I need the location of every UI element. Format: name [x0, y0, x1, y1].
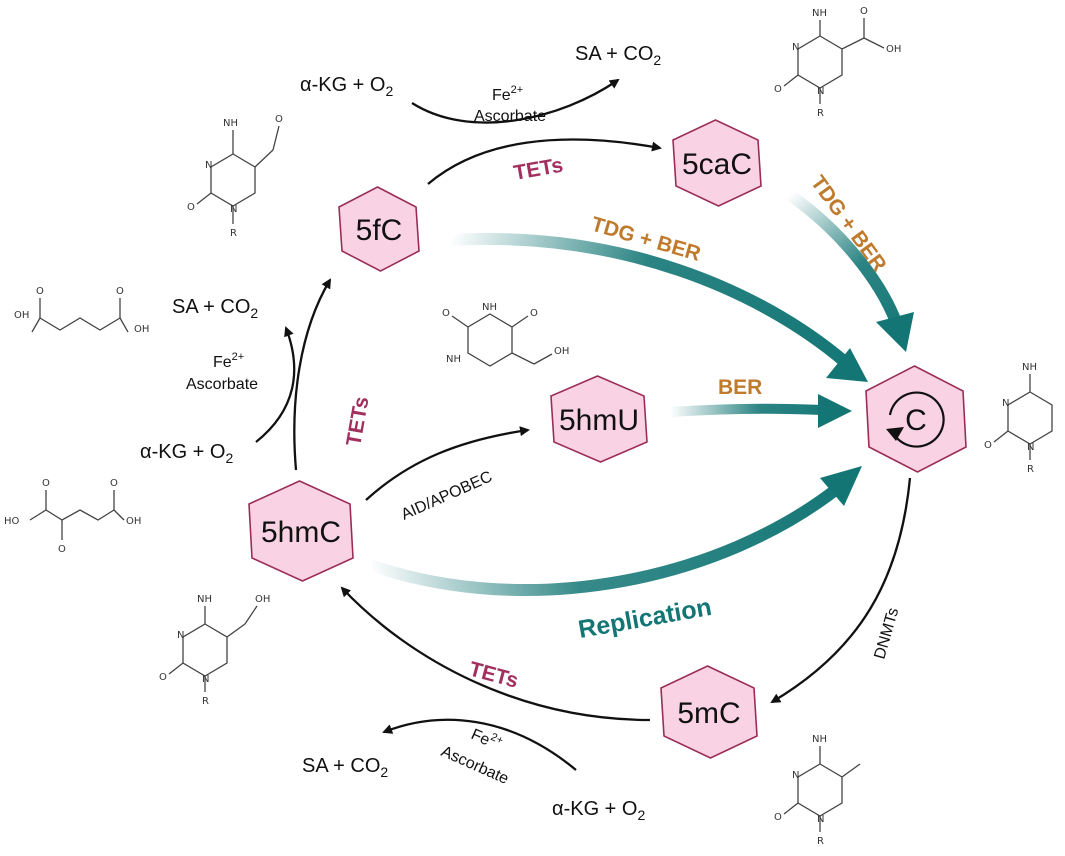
chem-o: O — [58, 544, 66, 555]
node-5hmu-label: 5hmU — [559, 404, 639, 437]
cofactor-fe-bottom: Fe2+ — [468, 723, 505, 754]
structure-5fc: NH O N N O R — [187, 114, 283, 239]
chem-oh: OH — [126, 516, 141, 527]
node-5mc-label: 5mC — [677, 697, 740, 730]
chem-r: R — [1027, 464, 1034, 475]
chem-n: N — [177, 630, 184, 641]
structure-5hmc: NH OH N N O R — [159, 594, 270, 707]
cofactor-ascorbate-left: Ascorbate — [186, 376, 258, 393]
chem-nh: NH — [482, 302, 497, 313]
chem-o: O — [159, 672, 167, 683]
arrow-c-to-5mc — [770, 477, 912, 704]
chem-n: N — [205, 160, 212, 171]
chem-r: R — [817, 108, 824, 119]
chem-nh2: NH — [812, 8, 827, 19]
chem-r: R — [202, 696, 209, 707]
chem-ho: HO — [4, 516, 20, 527]
node-5hmc[interactable]: 5hmC — [248, 480, 354, 582]
chem-oh: OH — [255, 594, 270, 605]
chem-o: O — [187, 202, 195, 213]
node-5hmc-label: 5hmC — [261, 516, 341, 549]
chem-o: O — [110, 478, 118, 489]
structure-c: NH N N O R — [984, 362, 1053, 475]
chem-o: O — [774, 812, 782, 823]
chem-r: R — [817, 836, 824, 847]
cofactor-sa-co2-left: SA + CO2 — [172, 296, 258, 321]
aid-apobec-label: AID/APOBEC — [399, 468, 495, 523]
arrow-cofactor-top — [411, 78, 620, 124]
arrow-5hmc-replication-to-c — [368, 466, 862, 597]
cofactor-sa-co2-bottom: SA + CO2 — [302, 755, 388, 780]
chem-oh: OH — [134, 324, 149, 335]
chem-n: N — [817, 86, 824, 97]
chem-o: O — [442, 308, 450, 319]
chem-o: O — [42, 478, 50, 489]
cofactor-ascorbate-top: Ascorbate — [474, 108, 546, 125]
cofactor-akg-o2-top: α-KG + O2 — [300, 74, 393, 99]
chem-nh2: NH — [812, 734, 827, 745]
cofactor-akg-o2-bottom: α-KG + O2 — [552, 798, 645, 823]
structure-alpha-kg: HO O O O OH — [4, 478, 141, 555]
tets-label-left: TETs — [342, 395, 373, 448]
chem-nh2: NH — [1022, 362, 1037, 373]
chem-n: N — [1027, 442, 1034, 453]
cofactor-sa-co2-top: SA + CO2 — [575, 43, 661, 68]
node-5mc[interactable]: 5mC — [660, 665, 758, 759]
node-5fc-label: 5fC — [356, 214, 403, 247]
node-5cac-label: 5caC — [682, 148, 752, 181]
chem-nh2: NH — [197, 594, 212, 605]
tets-label-bottom: TETs — [467, 658, 521, 693]
chem-oh: OH — [554, 346, 569, 357]
node-5fc[interactable]: 5fC — [338, 186, 420, 272]
arrow-cofactor-bottom — [382, 718, 577, 771]
chem-nh: NH — [446, 354, 461, 365]
cofactor-fe-left: Fe2+ — [213, 351, 244, 371]
structure-5cac: NH O OH N N O R — [774, 6, 901, 119]
chem-r: R — [230, 228, 237, 239]
cofactor-akg-o2-left: α-KG + O2 — [140, 441, 233, 466]
cofactor-ascorbate-bottom: Ascorbate — [438, 743, 511, 788]
chem-nh2: NH — [223, 118, 238, 129]
chem-o: O — [774, 84, 782, 95]
arrow-cofactor-left — [255, 326, 296, 443]
chem-o: O — [116, 286, 124, 297]
arrow-5fc-to-c — [449, 232, 868, 382]
replication-label: Replication — [576, 593, 714, 644]
structure-5mc: NH N N O R — [774, 734, 861, 847]
chem-n: N — [792, 770, 799, 781]
cofactor-fe-top: Fe2+ — [492, 84, 523, 104]
node-5hmu[interactable]: 5hmU — [550, 375, 648, 463]
structure-succinate: OH OH O O — [14, 286, 149, 335]
chem-o: O — [275, 114, 283, 125]
cycle-icon-head — [886, 427, 904, 441]
structure-5hmu: O NH O NH OH — [442, 302, 569, 367]
arrow-5cac-to-c — [786, 190, 914, 352]
node-5cac[interactable]: 5caC — [672, 119, 762, 207]
ber-label: BER — [718, 376, 762, 399]
chem-n: N — [817, 814, 824, 825]
chem-o: O — [36, 286, 44, 297]
arrow-5hmc-to-5fc — [293, 278, 332, 471]
chem-n: N — [792, 42, 799, 53]
chem-o: O — [860, 6, 868, 17]
chem-n: N — [1002, 398, 1009, 409]
chem-o: O — [530, 308, 538, 319]
node-c[interactable]: C — [865, 365, 967, 473]
cycle-icon — [888, 391, 945, 448]
arrow-5mc-to-5hmc — [340, 586, 651, 722]
chem-n: N — [202, 674, 209, 685]
tets-label-top: TETs — [512, 154, 565, 185]
dnmts-label: DNMTs — [872, 606, 903, 661]
chem-n: N — [230, 204, 237, 215]
node-c-label: C — [905, 404, 927, 437]
chem-oh: OH — [14, 310, 29, 321]
arrow-5fc-to-5cac — [427, 138, 662, 185]
chem-o: O — [984, 440, 992, 451]
arrow-5hmc-to-5hmu — [365, 426, 530, 501]
arrow-5hmu-to-c — [669, 394, 852, 428]
chem-oh: OH — [886, 44, 901, 55]
